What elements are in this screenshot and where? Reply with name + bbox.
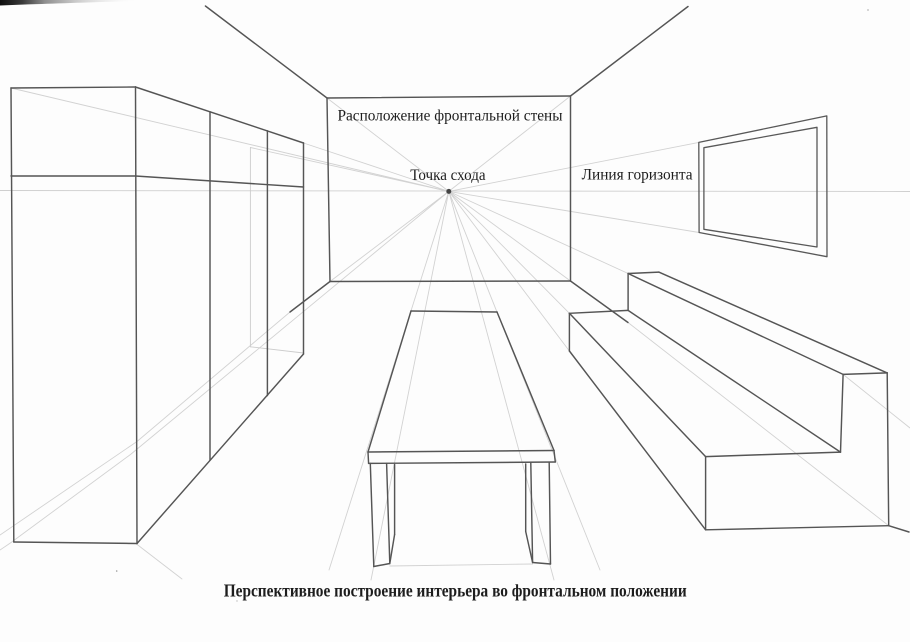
svg-text:Точка схода: Точка схода [410, 167, 485, 184]
svg-text:Перспективное построение интер: Перспективное построение интерьера во фр… [224, 581, 687, 601]
svg-text:Расположение фронтальной стены: Расположение фронтальной стены [338, 107, 563, 124]
svg-text:Линия горизонта: Линия горизонта [582, 167, 693, 184]
